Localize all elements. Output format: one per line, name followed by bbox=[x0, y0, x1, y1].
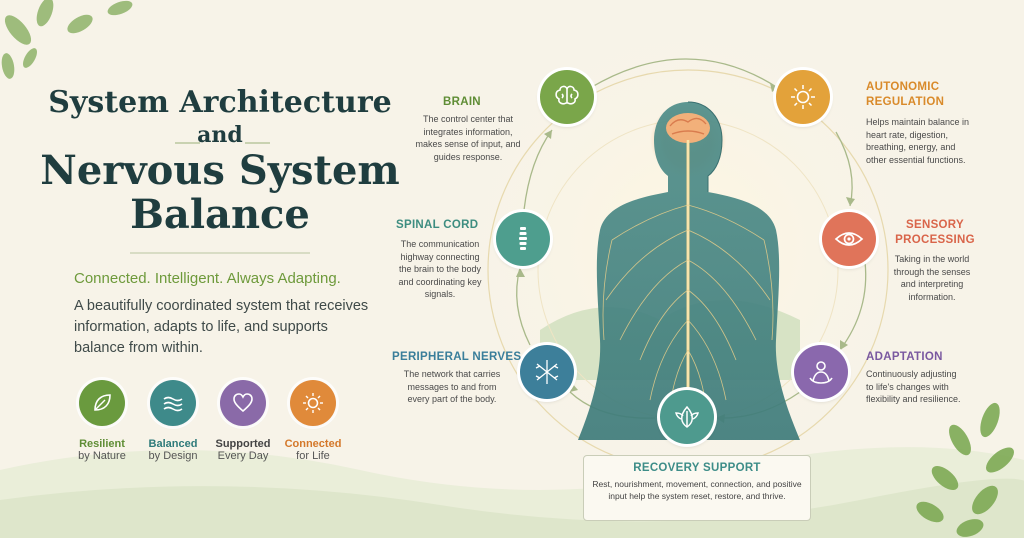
badge-resilient: Resilient by Nature bbox=[57, 380, 147, 462]
spinal-label: SPINAL CORD bbox=[396, 219, 479, 231]
sensory-label: SENSORY PROCESSING bbox=[895, 219, 975, 246]
badge-label: Balanced bbox=[148, 438, 198, 450]
page-title: System Architecture and Nervous System B… bbox=[40, 86, 400, 237]
spinal-node bbox=[496, 212, 550, 266]
sun-icon bbox=[791, 85, 815, 109]
person-icon bbox=[809, 361, 833, 384]
badge-connected: Connected for Life bbox=[268, 380, 358, 462]
human-figure bbox=[578, 101, 800, 440]
recovery-node bbox=[660, 390, 714, 444]
leaf-icon bbox=[79, 380, 125, 426]
badge-balanced: Balanced by Design bbox=[128, 380, 218, 462]
brain-desc: The control center that integrates infor… bbox=[415, 114, 521, 162]
spinal-desc: The communication highway connecting the… bbox=[398, 239, 482, 299]
autonomic-desc: Helps maintain balance in heart rate, di… bbox=[866, 117, 970, 165]
title-line-2: and bbox=[197, 122, 243, 148]
nerves-icon bbox=[535, 360, 559, 384]
adaptation-node bbox=[794, 345, 848, 399]
title-line-1: System Architecture bbox=[48, 85, 392, 120]
peripheral-desc: The network that carries messages to and… bbox=[403, 369, 501, 404]
sensory-node bbox=[822, 212, 876, 266]
badge-sub: by Nature bbox=[78, 450, 126, 462]
heart-icon bbox=[220, 380, 266, 426]
brain-label: BRAIN bbox=[443, 96, 481, 108]
title-line-4: Balance bbox=[130, 191, 310, 239]
autonomic-node bbox=[776, 70, 830, 124]
sensory-desc: Taking in the world through the senses a… bbox=[893, 254, 971, 302]
leaf-icon bbox=[675, 405, 699, 428]
peripheral-label: PERIPHERAL NERVES bbox=[392, 351, 522, 363]
recovery-label: RECOVERY SUPPORT bbox=[633, 462, 761, 474]
badge-supported: Supported Every Day bbox=[198, 380, 288, 462]
badge-sub: Every Day bbox=[217, 450, 269, 462]
eye-icon bbox=[834, 232, 864, 246]
badge-sub: for Life bbox=[296, 450, 330, 462]
recovery-desc: Rest, nourishment, movement, connection,… bbox=[592, 479, 802, 501]
title-line-3: Nervous System bbox=[40, 147, 400, 195]
autonomic-label: AUTONOMIC REGULATION bbox=[866, 81, 945, 108]
badge-sub: by Design bbox=[148, 450, 198, 462]
badge-label: Resilient bbox=[79, 438, 125, 450]
adaptation-desc: Continuously adjusting to life's changes… bbox=[866, 369, 961, 404]
badge-label: Supported bbox=[215, 438, 271, 450]
peripheral-node bbox=[520, 345, 574, 399]
sun-icon bbox=[290, 380, 336, 426]
brain-icon bbox=[555, 85, 579, 105]
waves-icon bbox=[150, 380, 196, 426]
recovery-support-box: RECOVERY SUPPORT Rest, nourishment, move… bbox=[583, 455, 811, 521]
badge-label: Connected bbox=[284, 438, 342, 450]
adaptation-label: ADAPTATION bbox=[866, 351, 943, 363]
tagline: Connected. Intelligent. Always Adapting. bbox=[74, 270, 341, 287]
spine-icon bbox=[519, 227, 527, 250]
brain-node bbox=[540, 70, 594, 124]
intro-text: A beautifully coordinated system that re… bbox=[74, 298, 369, 356]
